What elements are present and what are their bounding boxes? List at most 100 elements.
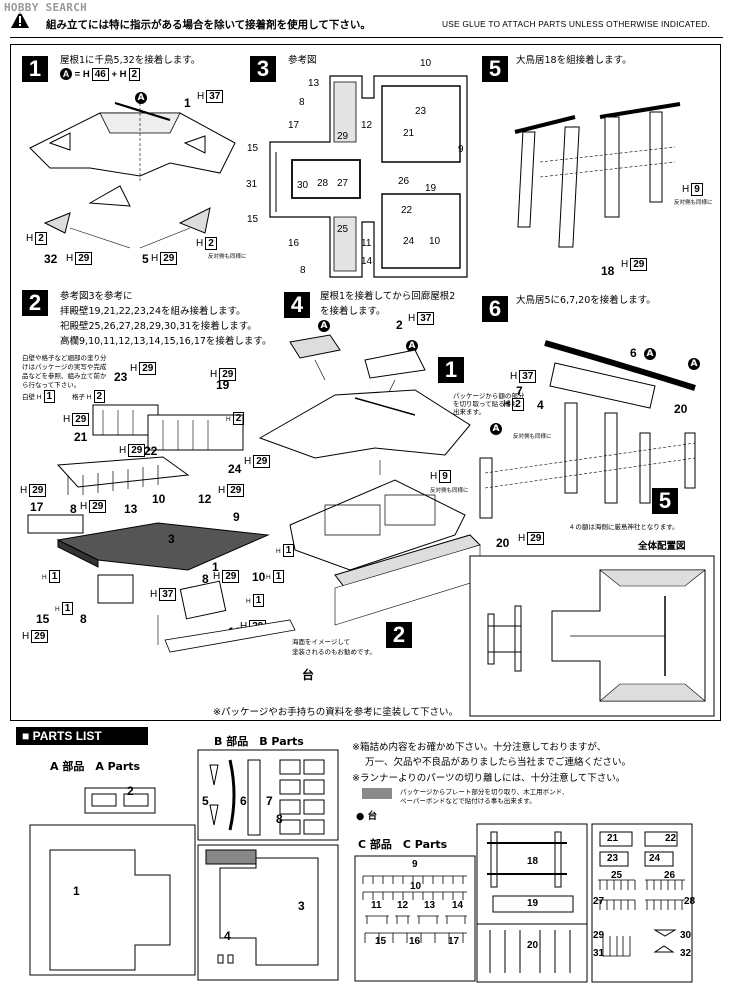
part-number: 22 <box>665 833 677 844</box>
step-2-line-3: 祀殿壁25,26,27,28,29,30,31を接着します。 <box>60 321 257 332</box>
parts-b-title: B 部品 B Parts <box>214 735 304 748</box>
part-label: 4 <box>537 398 544 412</box>
warning-text-jp: 組み立てには特に指示がある場合を除いて接着剤を使用して下さい。 <box>46 19 371 31</box>
part-number: 17 <box>448 936 460 947</box>
ref-label: 21 <box>403 128 415 139</box>
warning-text-en: USE GLUE TO ATTACH PARTS UNLESS OTHERWIS… <box>442 19 710 29</box>
ref-label: 16 <box>288 238 300 249</box>
part-label: 2 <box>396 318 403 332</box>
overall-layout-map <box>470 556 714 716</box>
parts-a-title: A 部品 A Parts <box>50 760 141 773</box>
ref-label: 30 <box>297 180 309 191</box>
step-5-number: 5 <box>482 56 508 82</box>
step-3-title: 参考図 <box>288 55 317 66</box>
part-number: 2 <box>127 784 134 798</box>
ref-label: 15 <box>247 214 259 225</box>
sea-note: 塗装されるのもお勧めです。 <box>292 649 376 656</box>
marker-a-icon: A <box>318 320 330 332</box>
part-number: 13 <box>424 900 436 911</box>
ref-label: 22 <box>401 205 413 216</box>
step-1-roof-drawing <box>20 88 250 278</box>
step-4-ref-2: 2 <box>386 622 412 648</box>
part-number: 32 <box>680 948 692 959</box>
painting-note: けはパッケージの実写や完成 <box>22 364 107 371</box>
part-label: 10 <box>252 570 266 584</box>
step-1-instruction: 屋根1に千鳥5,32を接着します。 <box>60 55 201 66</box>
part-label: 18 <box>601 264 615 278</box>
part-number: 8 <box>276 812 283 826</box>
marker-a-icon: A <box>688 358 700 370</box>
part-number: 5 <box>202 794 209 808</box>
parts-list-header: ■ PARTS LIST <box>16 727 148 745</box>
ref-label: 17 <box>288 120 300 131</box>
ref-label: 23 <box>415 106 427 117</box>
part-number: 6 <box>240 794 247 808</box>
step-2-line-4: 高欄9,10,11,12,13,14,15,16,17を接着します。 <box>60 336 272 347</box>
base-label: 台 <box>302 668 315 682</box>
part-number: 24 <box>649 853 661 864</box>
plaque-note: 4 の額は海側に厳島神社となります。 <box>570 524 679 531</box>
ref-label: 28 <box>317 178 329 189</box>
ref-label: 10 <box>429 236 441 247</box>
step-3-floor-plan <box>262 72 472 284</box>
ref-label: 15 <box>247 143 259 154</box>
step-4-ref-1: 1 <box>438 357 464 383</box>
painting-footer-note: ※パッケージやお手持ちの資料を参考に塗装して下さい。 <box>213 707 458 718</box>
part-number: 16 <box>409 936 421 947</box>
ref-label: 29 <box>337 131 349 142</box>
part-label: 20 <box>674 402 688 416</box>
part-number: 21 <box>607 833 619 844</box>
part-label: 24 <box>228 462 242 476</box>
part-label: 21 <box>74 430 88 444</box>
base-title: ● 台 <box>356 811 378 822</box>
step-5-torii-drawing <box>505 92 705 262</box>
ref-label: 14 <box>361 256 373 267</box>
part-number: 19 <box>527 898 539 909</box>
part-number: 14 <box>452 900 464 911</box>
box-contents-note: ※箱詰め内容をお確かめ下さい。十分注意しておりますが、 <box>352 742 607 753</box>
part-label: 19 <box>216 378 230 392</box>
step-2-line-2: 拝殿壁19,21,22,23,24を組み接着します。 <box>60 306 246 317</box>
part-label: 15 <box>36 612 50 626</box>
ref-label: 9 <box>458 144 464 155</box>
ref-label: 11 <box>361 238 372 249</box>
warning-header: 組み立てには特に指示がある場合を除いて接着剤を使用して下さい。 USE GLUE… <box>10 10 723 38</box>
ref-label: 12 <box>361 120 373 131</box>
step-2-hall-drawing <box>18 395 278 645</box>
part-label: 17 <box>30 500 44 514</box>
note-text: 反対側も同様に <box>208 254 247 260</box>
part-label: 9 <box>233 510 240 524</box>
ref-label: 25 <box>337 224 349 235</box>
part-number: 1 <box>73 884 80 898</box>
painting-note: ら行なって下さい。 <box>22 382 81 389</box>
part-number: 30 <box>680 930 692 941</box>
plate-note: ペーパーボンドなどで貼付ける事も出来ます。 <box>400 798 536 805</box>
step-4-line-2: を接着します。 <box>320 306 386 317</box>
package-note: パッケージから額の部分 <box>453 393 525 400</box>
step-2-line-1: 参考図3を参考に <box>60 291 133 302</box>
note-text: 反対側も同様に <box>430 488 469 494</box>
plate-swatch <box>362 788 392 799</box>
part-label: 8 <box>70 502 77 516</box>
part-number: 11 <box>371 900 382 911</box>
ref-label: 8 <box>300 265 306 276</box>
ref-label: 10 <box>420 58 432 69</box>
note-text: 反対側も同様に <box>674 200 713 206</box>
